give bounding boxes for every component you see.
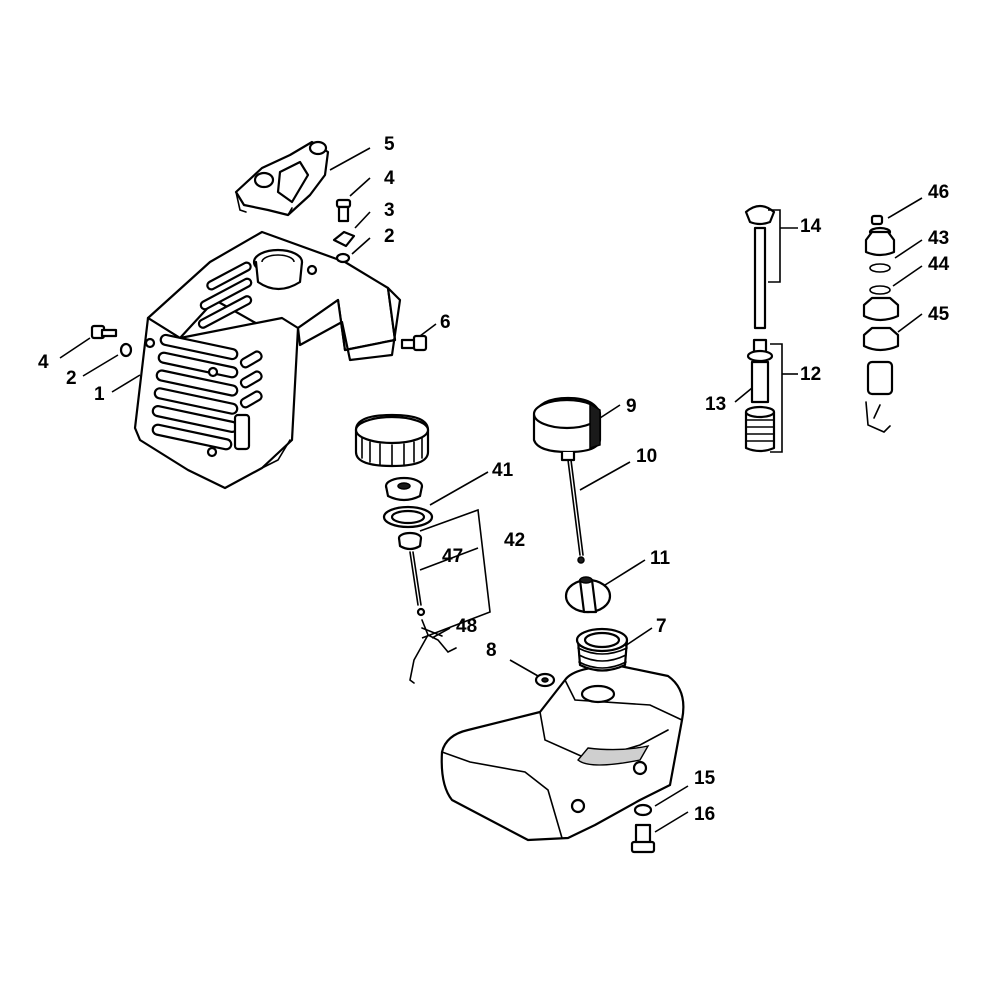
callout-41: 41 [492, 460, 514, 481]
fuel-tank-part-7 [440, 627, 685, 842]
callout-43: 43 [928, 228, 949, 249]
callout-11: 11 [650, 548, 671, 569]
callout-1: 1 [94, 384, 105, 405]
callout-42: 42 [504, 530, 525, 551]
filter-part-12 [744, 405, 776, 453]
callout-13: 13 [705, 394, 726, 415]
callout-44: 44 [928, 254, 950, 275]
callout-46: 46 [928, 182, 949, 203]
callout-48: 48 [456, 616, 477, 637]
callout-8: 8 [486, 640, 497, 661]
oring-part-44 [869, 263, 891, 295]
callout-2-left: 2 [66, 368, 77, 389]
cap-part-46 [870, 214, 884, 226]
callout-10: 10 [636, 446, 657, 467]
callout-6: 6 [440, 312, 451, 333]
callout-14: 14 [800, 216, 822, 237]
callout-labels: 5 4 3 2 6 4 2 1 41 42 47 48 9 10 11 7 8 … [38, 134, 950, 825]
washer-part-2-top [335, 252, 351, 264]
callout-45: 45 [928, 304, 950, 325]
callout-9: 9 [626, 396, 637, 417]
callout-4-top: 4 [384, 168, 395, 189]
fitting-part-13 [746, 338, 774, 404]
seal-ring-part-42 [382, 505, 434, 529]
callout-5: 5 [384, 134, 395, 155]
callout-7: 7 [656, 616, 667, 637]
screw-part-16 [630, 823, 656, 854]
bracket-part-5 [234, 140, 330, 217]
washer-part-15 [633, 803, 653, 817]
callout-15: 15 [694, 768, 716, 789]
collar-part-45 [862, 296, 900, 433]
retainer-part-47 [397, 531, 426, 617]
clip-part-3 [332, 230, 356, 248]
washer-part-2-left [119, 342, 133, 358]
callout-4-left: 4 [38, 352, 49, 373]
leader-lines [59, 147, 923, 833]
callout-16: 16 [694, 804, 715, 825]
callout-47: 47 [442, 546, 463, 567]
strap-part-48 [409, 619, 457, 684]
filter-part-11 [564, 576, 612, 614]
callout-2-top: 2 [384, 226, 395, 247]
grommet-part-8 [534, 672, 556, 688]
screw-part-6 [400, 334, 428, 352]
screw-part-4-top [335, 198, 352, 223]
callout-12: 12 [800, 364, 821, 385]
shroud-part-1 [133, 230, 402, 490]
pickup-body-part-14 [744, 204, 776, 330]
screw-part-4-left [90, 324, 118, 340]
knob-part-43 [864, 226, 896, 257]
vent-rod-part-10 [567, 459, 585, 564]
tank-cap-part-41 [354, 413, 430, 502]
fuel-cap-part-9 [532, 396, 602, 462]
callout-3: 3 [384, 200, 395, 221]
